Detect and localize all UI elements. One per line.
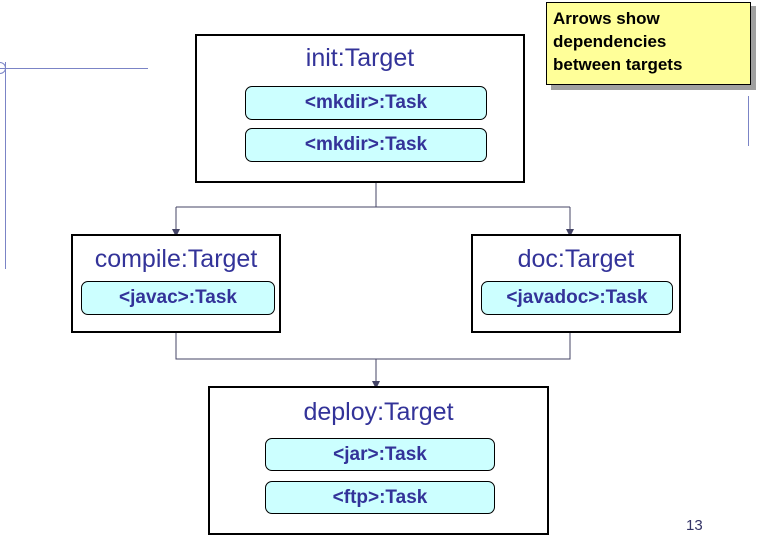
- init-dependency-connector: [176, 183, 570, 208]
- init-target-box: init:Target <mkdir>:Task <mkdir>:Task: [195, 34, 525, 183]
- doc-task-javadoc: <javadoc>:Task: [481, 281, 673, 315]
- decorative-horizontal-line: [0, 68, 148, 69]
- compile-doc-connector: [175, 333, 571, 360]
- compile-task-javac: <javac>:Task: [81, 281, 275, 315]
- note-line-3: between targets: [553, 55, 683, 74]
- deploy-target-box: deploy:Target <jar>:Task <ftp>:Task: [208, 386, 549, 535]
- decorative-vertical-line-left: [5, 62, 6, 269]
- compile-target-title: compile:Target: [94, 245, 258, 273]
- init-target-title: init:Target: [305, 44, 415, 72]
- doc-target-box: doc:Target <javadoc>:Task: [471, 234, 681, 333]
- deploy-target-title: deploy:Target: [303, 398, 454, 426]
- deploy-task-jar: <jar>:Task: [265, 438, 495, 471]
- init-task-mkdir-1: <mkdir>:Task: [245, 86, 487, 120]
- decorative-vertical-line-right: [748, 96, 749, 146]
- doc-target-title: doc:Target: [517, 245, 635, 273]
- note-line-2: dependencies: [553, 32, 667, 51]
- note-line-1: Arrows show: [553, 9, 660, 28]
- arrows-note: Arrows show dependencies between targets: [546, 2, 751, 85]
- page-number: 13: [686, 517, 703, 534]
- compile-target-box: compile:Target <javac>:Task: [71, 234, 281, 333]
- init-task-mkdir-2: <mkdir>:Task: [245, 128, 487, 162]
- deploy-task-ftp: <ftp>:Task: [265, 481, 495, 514]
